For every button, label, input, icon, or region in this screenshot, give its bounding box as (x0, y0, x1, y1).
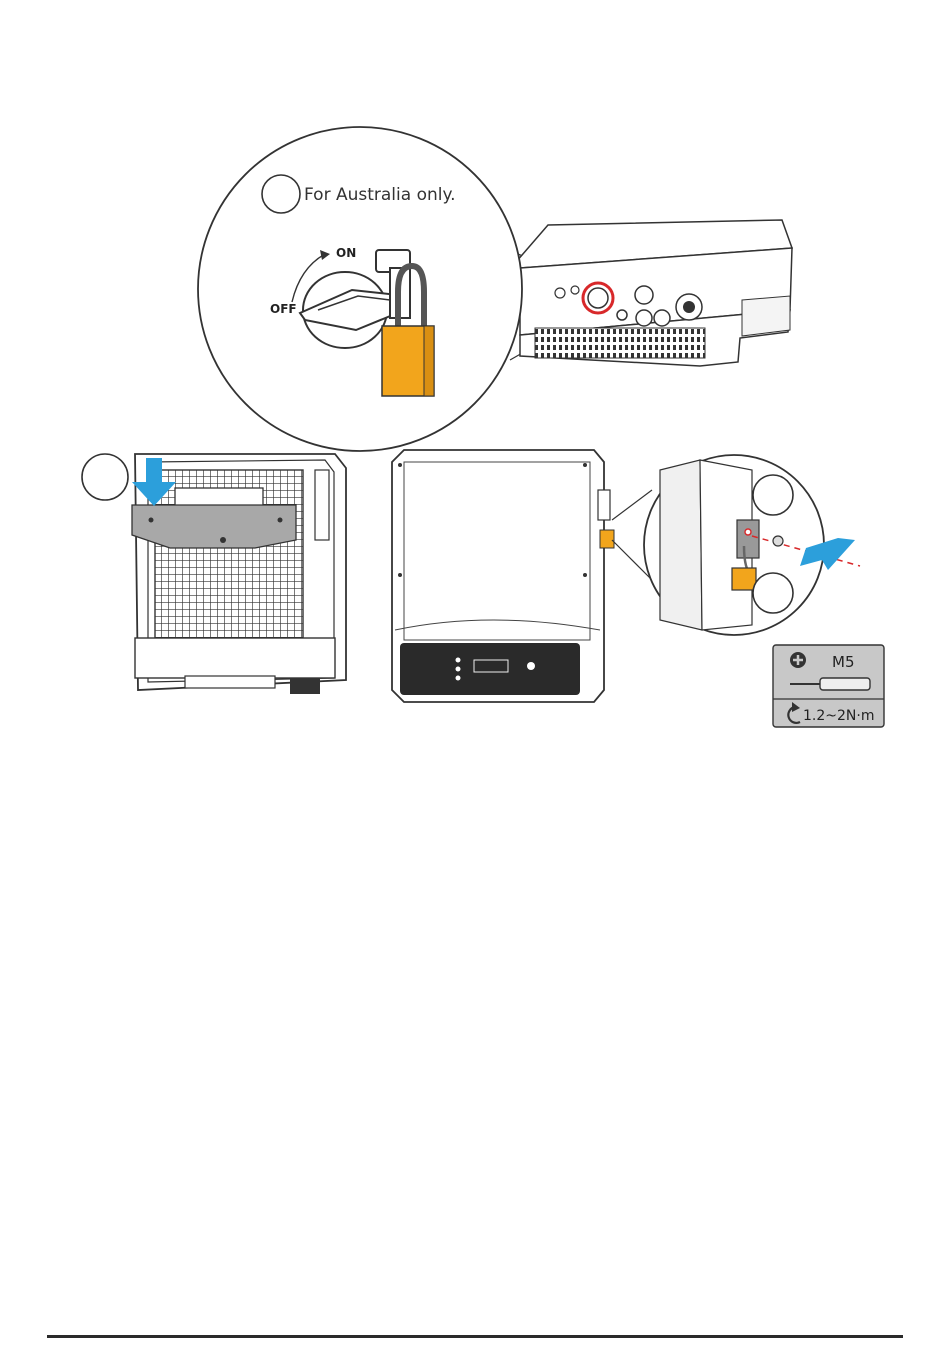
torque-value: 1.2~2N·m (803, 708, 874, 724)
step-marker-3 (753, 475, 793, 515)
bracket-mounting-view (82, 454, 346, 694)
switch-off-label: OFF (270, 302, 297, 316)
side-padlock (600, 530, 614, 548)
lcd-screen (474, 660, 508, 672)
step-marker-2 (82, 454, 128, 500)
tool-spec-box: M5 1.2~2N·m (773, 645, 884, 727)
mounting-bracket (132, 505, 296, 548)
screw (773, 536, 783, 546)
switch-on-label: ON (336, 246, 356, 260)
button-indicator (527, 662, 535, 670)
footer-rule (47, 1335, 903, 1338)
step-marker-4 (753, 573, 793, 613)
step-marker-1 (262, 175, 300, 213)
screw-size: M5 (832, 653, 855, 671)
inverter-bottom-view (516, 220, 792, 366)
callout-note: For Australia only. (304, 185, 456, 205)
screw-lock-detail (644, 455, 860, 635)
inverter-front-view (392, 450, 652, 702)
dc-switch-callout: For Australia only. ON OFF (198, 127, 792, 451)
